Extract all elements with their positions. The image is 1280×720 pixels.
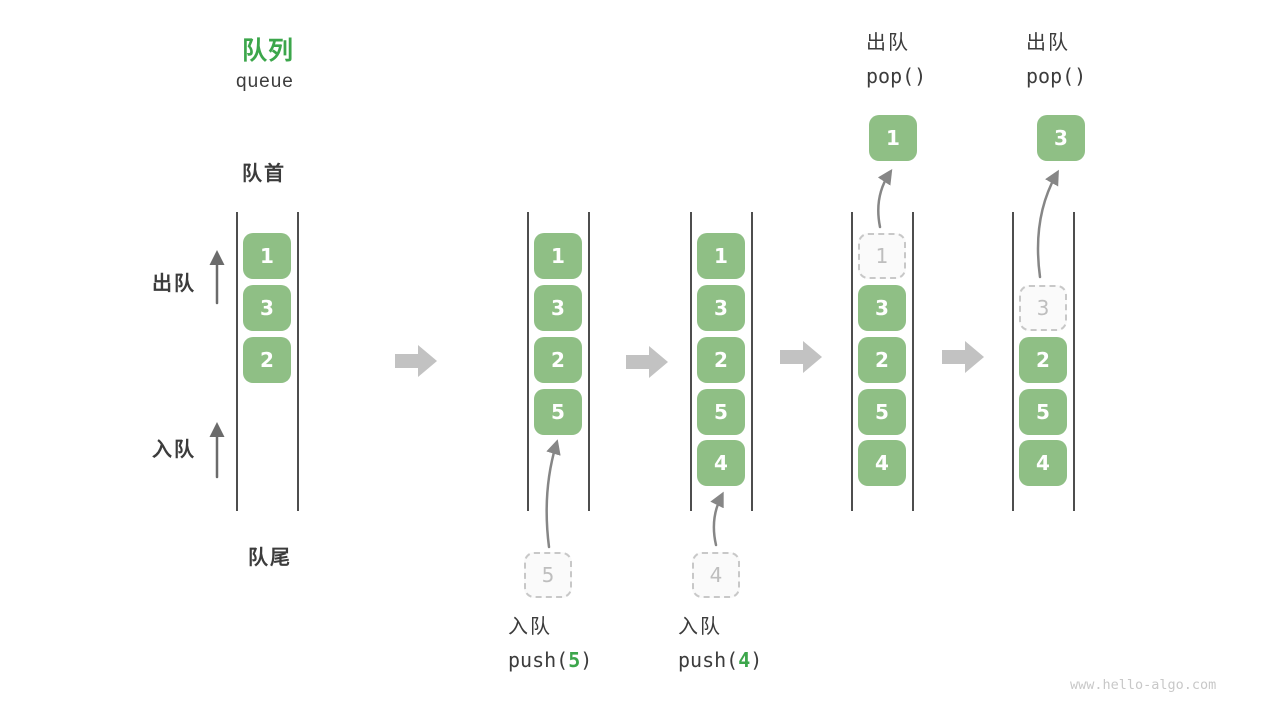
queue-item: 1 (697, 233, 745, 279)
popped-item: 3 (1037, 115, 1085, 161)
queue-item: 5 (1019, 389, 1067, 435)
queue-item: 2 (534, 337, 582, 383)
queue-item: 5 (534, 389, 582, 435)
queue-front-label: 队首 (242, 163, 286, 185)
diagram-title: 队列 (242, 37, 295, 65)
next-state-arrow-icon (942, 341, 984, 373)
queue-wall-left (851, 212, 853, 511)
operation-code-text: push( (678, 648, 739, 672)
push-4-arrow-icon (710, 491, 724, 547)
diagram-subtitle: queue (236, 71, 294, 92)
queue-item-dashed: 1 (858, 233, 906, 279)
queue-item: 5 (858, 389, 906, 435)
queue-item: 4 (858, 440, 906, 486)
queue-wall-right (1073, 212, 1075, 511)
pop-3-arrow-icon (1036, 169, 1059, 279)
queue-wall-left (527, 212, 529, 511)
queue-item: 3 (697, 285, 745, 331)
next-state-arrow-icon (395, 345, 437, 377)
staging-item: 4 (692, 552, 740, 598)
operation-code: push(4) (678, 647, 818, 673)
queue-wall-left (236, 212, 238, 511)
operation-code: push(5) (508, 647, 648, 673)
operation-label: 出队 pop() (1026, 30, 1166, 89)
operation-name: 入队 (508, 616, 552, 638)
operation-label: 入队 push(4) (678, 614, 818, 673)
pop-1-arrow-icon (877, 168, 893, 229)
enqueue-side-label: 入队 (152, 439, 196, 461)
queue-item: 4 (697, 440, 745, 486)
queue-item-dashed: 3 (1019, 285, 1067, 331)
operation-code-text: pop() (1026, 64, 1087, 88)
watermark: www.hello-algo.com (1070, 677, 1217, 693)
queue-item: 3 (858, 285, 906, 331)
queue-item: 2 (1019, 337, 1067, 383)
queue-wall-left (690, 212, 692, 511)
queue-wall-right (297, 212, 299, 511)
queue-rear-label: 队尾 (248, 547, 292, 569)
operation-name: 出队 (1026, 32, 1070, 54)
queue-wall-right (912, 212, 914, 511)
staging-item: 5 (524, 552, 572, 598)
queue-item: 5 (697, 389, 745, 435)
operation-label: 入队 push(5) (508, 614, 648, 673)
push-5-arrow-icon (545, 439, 561, 549)
queue-item: 3 (243, 285, 291, 331)
popped-item: 1 (869, 115, 917, 161)
queue-item: 1 (534, 233, 582, 279)
queue-wall-left (1012, 212, 1014, 511)
queue-item: 3 (534, 285, 582, 331)
operation-name: 出队 (866, 32, 910, 54)
queue-wall-right (588, 212, 590, 511)
operation-code-text: ) (580, 648, 593, 672)
queue-item: 1 (243, 233, 291, 279)
operation-arg: 4 (738, 648, 751, 672)
queue-wall-right (751, 212, 753, 511)
dequeue-side-label: 出队 (152, 273, 196, 295)
operation-code-text: push( (508, 648, 569, 672)
operation-code: pop() (1026, 63, 1166, 89)
operation-code-text: pop() (866, 64, 927, 88)
queue-item: 2 (858, 337, 906, 383)
operation-code: pop() (866, 63, 1006, 89)
operation-code-text: ) (750, 648, 763, 672)
queue-item: 2 (243, 337, 291, 383)
next-state-arrow-icon (626, 346, 668, 378)
operation-label: 出队 pop() (866, 30, 1006, 89)
operation-name: 入队 (678, 616, 722, 638)
queue-item: 4 (1019, 440, 1067, 486)
operation-arg: 5 (568, 648, 581, 672)
next-state-arrow-icon (780, 341, 822, 373)
queue-item: 2 (697, 337, 745, 383)
